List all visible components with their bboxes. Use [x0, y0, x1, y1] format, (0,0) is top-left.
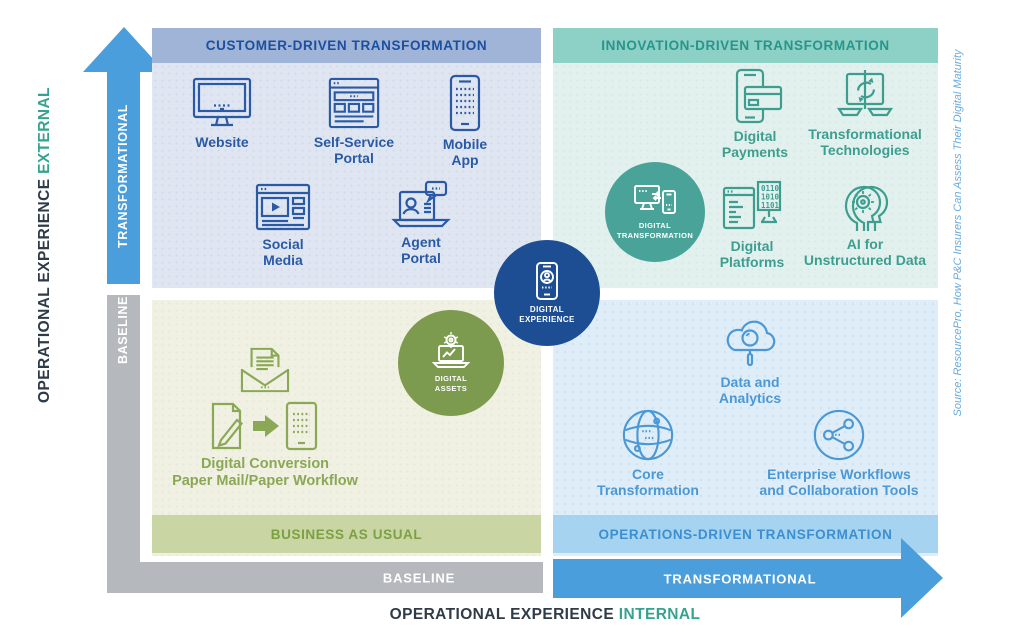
item-label: Website	[195, 134, 249, 150]
bottom-axis-title-accent: INTERNAL	[618, 606, 701, 623]
bottom-axis-baseline-label: BASELINE	[382, 570, 456, 585]
laptop-sync-icon	[836, 70, 894, 117]
item-label: Transformational Technologies	[808, 126, 922, 159]
agent-laptop-icon	[391, 180, 451, 228]
item-mobile-app: Mobile App	[415, 74, 515, 168]
right-arrow-icon	[901, 538, 943, 618]
quadrant-customer-driven: CUSTOMER-DRIVEN TRANSFORMATION	[152, 28, 541, 288]
quadrant-operations-driven: OPERATIONS-DRIVEN TRANSFORMATION	[553, 300, 938, 556]
phone-payment-icon	[735, 68, 783, 124]
social-browser-icon	[255, 183, 311, 231]
item-digital-conversion: Digital Conversion Paper Mail/Paper Work…	[150, 346, 380, 489]
bottom-axis-transformational-label: TRANSFORMATIONAL	[663, 571, 817, 586]
circle-label: DIGITAL EXPERIENCE	[519, 304, 575, 324]
source-attribution: Source: ResourcePro, How P&C Insurers Ca…	[952, 49, 964, 417]
item-digital-payments: Digital Payments	[707, 68, 803, 160]
desktop-monitor-icon	[192, 77, 252, 127]
item-self-service-portal: Self-Service Portal	[295, 76, 413, 166]
item-label: Digital Payments	[721, 128, 789, 161]
head-gear-icon	[844, 185, 889, 232]
operations-driven-footer: OPERATIONS-DRIVEN TRANSFORMATION	[553, 515, 938, 553]
digital-experience-circle: DIGITAL EXPERIENCE	[494, 240, 600, 346]
item-social-media: Social Media	[227, 182, 339, 268]
item-digital-platforms: 0110 1010 1101 Digital Platforms	[697, 178, 807, 270]
left-axis-baseline-segment	[107, 295, 140, 593]
item-label: Enterprise Workflows and Collaboration T…	[759, 466, 919, 499]
item-label: Data and Analytics	[718, 374, 782, 407]
left-axis-transformational-segment	[107, 70, 140, 284]
mail-envelope-icon	[240, 347, 290, 393]
item-label: Social Media	[262, 236, 304, 269]
item-agent-portal: Agent Portal	[361, 180, 481, 266]
innovation-driven-header: INNOVATION-DRIVEN TRANSFORMATION	[553, 28, 938, 63]
binary-text-line: 1101	[761, 201, 780, 210]
item-enterprise-workflows: Enterprise Workflows and Collaboration T…	[725, 408, 953, 498]
left-axis-title-accent: EXTERNAL	[36, 87, 53, 174]
binary-text-line: 0110	[761, 184, 780, 193]
left-axis-baseline-label: BASELINE	[116, 296, 130, 365]
globe-icon	[622, 409, 674, 461]
circle-label: DIGITAL ASSETS	[434, 374, 468, 393]
bottom-axis-baseline-segment: BASELINE	[107, 562, 543, 593]
item-label: Core Transformation	[597, 466, 699, 499]
item-label: Digital Conversion Paper Mail/Paper Work…	[172, 456, 358, 489]
code-binary-icon: 0110 1010 1101	[722, 180, 782, 230]
item-label: Agent Portal	[401, 234, 441, 267]
customer-driven-header: CUSTOMER-DRIVEN TRANSFORMATION	[152, 28, 541, 63]
bottom-axis-title: OPERATIONAL EXPERIENCE INTERNAL	[245, 606, 845, 624]
laptop-gear-icon	[431, 332, 471, 369]
bottom-axis-title-main: OPERATIONAL EXPERIENCE	[389, 606, 615, 623]
item-label: Self-Service Portal	[313, 134, 395, 167]
bottom-axis-transformational-segment: TRANSFORMATIONAL	[553, 559, 901, 598]
item-data-analytics: Data and Analytics	[696, 316, 804, 406]
smartphone-icon	[449, 74, 481, 132]
circle-label: DIGITAL TRANSFORMATION	[616, 221, 694, 240]
digital-transformation-circle: DIGITAL TRANSFORMATION	[605, 162, 705, 262]
up-arrow-icon	[83, 27, 165, 72]
phone-user-icon	[536, 261, 558, 300]
item-label: Digital Platforms	[719, 238, 785, 271]
left-axis-title-main: OPERATIONAL EXPERIENCE	[36, 178, 53, 403]
share-network-icon	[813, 409, 865, 461]
left-axis-transformational-label: TRANSFORMATIONAL	[116, 103, 130, 249]
browser-portal-icon	[328, 77, 380, 129]
item-transformational-technologies: Transformational Technologies	[779, 70, 951, 158]
binary-text-line: 1010	[761, 193, 780, 202]
item-ai-unstructured-data: AI for Unstructured Data	[777, 178, 953, 268]
business-as-usual-footer: BUSINESS AS USUAL	[152, 515, 541, 553]
cloud-search-icon	[726, 320, 776, 367]
item-label: AI for Unstructured Data	[803, 236, 927, 269]
digital-assets-circle: DIGITAL ASSETS	[398, 310, 504, 416]
item-label: Mobile App	[442, 136, 488, 169]
paper-to-tablet-icon	[211, 401, 318, 451]
left-axis-title: OPERATIONAL EXPERIENCE EXTERNAL	[36, 30, 54, 460]
item-core-transformation: Core Transformation	[589, 408, 707, 498]
monitor-phone-icon	[634, 185, 676, 215]
item-website: Website	[166, 76, 278, 150]
